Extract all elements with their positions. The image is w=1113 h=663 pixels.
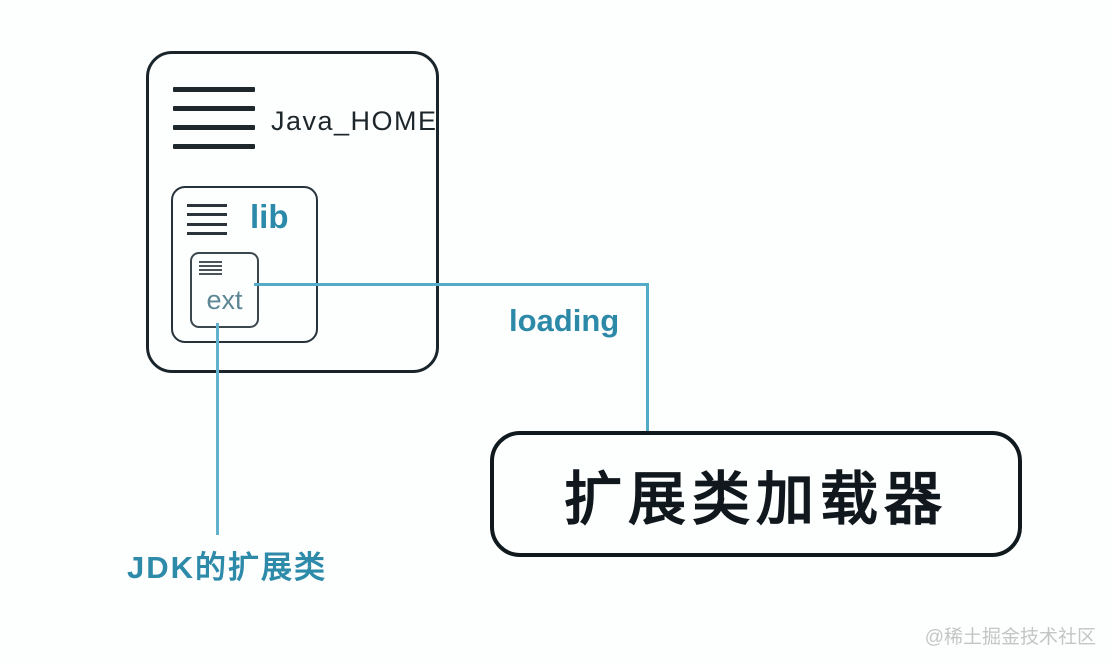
folder-lines-icon-large bbox=[173, 87, 255, 149]
ext-label: ext bbox=[206, 285, 243, 315]
watermark-juejin-community: @稀土掘金技术社区 bbox=[924, 627, 1096, 648]
lib-node: lib ext bbox=[171, 186, 318, 343]
connector-ext-to-annotation bbox=[216, 323, 219, 535]
connector-ext-to-loader-horizontal bbox=[254, 283, 649, 286]
extension-class-loader-node: 扩展类加载器 bbox=[490, 431, 1022, 557]
folder-lines-icon-small bbox=[199, 261, 222, 275]
folder-lines-icon-medium bbox=[187, 204, 227, 235]
extension-class-loader-label: 扩展类加载器 bbox=[563, 467, 948, 532]
java-home-node: Java_HOME lib ext bbox=[146, 51, 439, 373]
jdk-extension-classes-annotation: JDK的扩展类 bbox=[127, 550, 328, 585]
ext-node: ext bbox=[190, 252, 259, 328]
loading-edge-label: loading bbox=[509, 303, 620, 338]
lib-label: lib bbox=[250, 198, 289, 235]
java-home-label: Java_HOME bbox=[271, 106, 438, 136]
connector-ext-to-loader-vertical bbox=[646, 283, 649, 433]
